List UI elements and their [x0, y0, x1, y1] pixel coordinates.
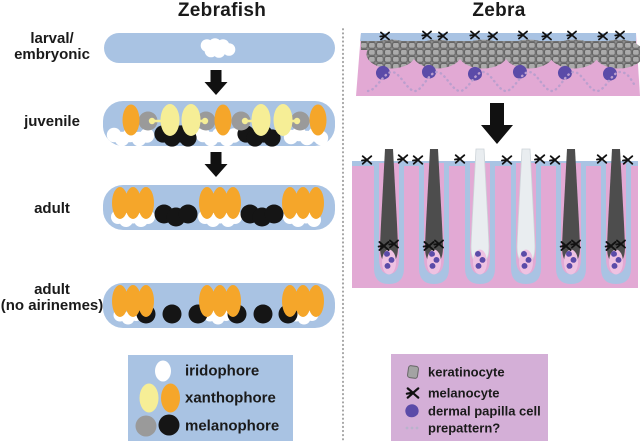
legend-label-melanocyte: melanocyte [428, 385, 500, 401]
stage-label-line: embryonic [14, 45, 90, 63]
legend-label-xanthophore: xanthophore [185, 389, 276, 407]
stage-label-juvenile: juvenile [0, 114, 110, 130]
stage-label-adult: adult [0, 201, 110, 217]
legend-zebra-box [391, 354, 548, 441]
legend-label-melanophore: melanophore [185, 417, 280, 435]
hair-follicle-light [511, 148, 541, 284]
prepattern-wave [366, 70, 636, 93]
stage-label-line: (no airinemes) [0, 296, 104, 314]
zebrafish-adult-no-airinemes-bar [103, 283, 335, 328]
hair-follicle-dark [374, 149, 404, 284]
iridophore-icon [155, 360, 171, 382]
melanophore-cluster [154, 204, 284, 227]
arrow-juvenile-to-adult [204, 152, 228, 177]
legend-label-prepattern: prepattern? [428, 420, 501, 436]
arrow-larval-to-juvenile [204, 70, 228, 95]
zebrafish-larval-bar [104, 33, 335, 63]
xanthophore-groups [112, 187, 324, 219]
hair-follicle-dark [556, 149, 586, 284]
stage-label-line: larval/ [30, 30, 74, 47]
legend-label-keratinocyte: keratinocyte [428, 364, 505, 380]
hair-follicle-light [465, 148, 495, 284]
xanthophore-groups [112, 285, 324, 317]
keratinocyte-icon [407, 365, 419, 379]
zebra-embryonic-skin-panel [356, 30, 640, 96]
iridophore-cluster [200, 38, 236, 58]
hair-follicles [374, 148, 631, 284]
keratinocyte-layer [361, 39, 640, 69]
melanophore-icon [135, 414, 180, 437]
stage-label-larval: larval/ embryonic [0, 31, 110, 62]
hair-follicle-dark [601, 149, 631, 284]
column-title-zebra: Zebra [472, 0, 526, 21]
prepattern-icon [405, 426, 419, 430]
legend-label-dermal-papilla-cell: dermal papilla cell [428, 403, 541, 419]
legend-label-iridophore: iridophore [185, 362, 260, 380]
stage-label-adult-no-airinemes: adult (no airinemes) [0, 282, 110, 313]
hair-follicle-dark [419, 149, 449, 284]
xanthophore-icon [139, 383, 180, 413]
zebrafish-juvenile-bar [103, 101, 335, 147]
stage-label-line: adult [34, 281, 70, 298]
zebrafish-adult-bar [103, 185, 335, 230]
stage-label-line: juvenile [24, 113, 80, 130]
zebra-adult-skin-panel [352, 148, 638, 288]
legend-zebrafish-box [128, 355, 293, 441]
column-title-zebrafish: Zebrafish [177, 0, 267, 21]
xanthophores [122, 104, 327, 136]
arrow-embryonic-to-adult-zebra [481, 103, 513, 144]
stage-label-line: adult [34, 200, 70, 217]
